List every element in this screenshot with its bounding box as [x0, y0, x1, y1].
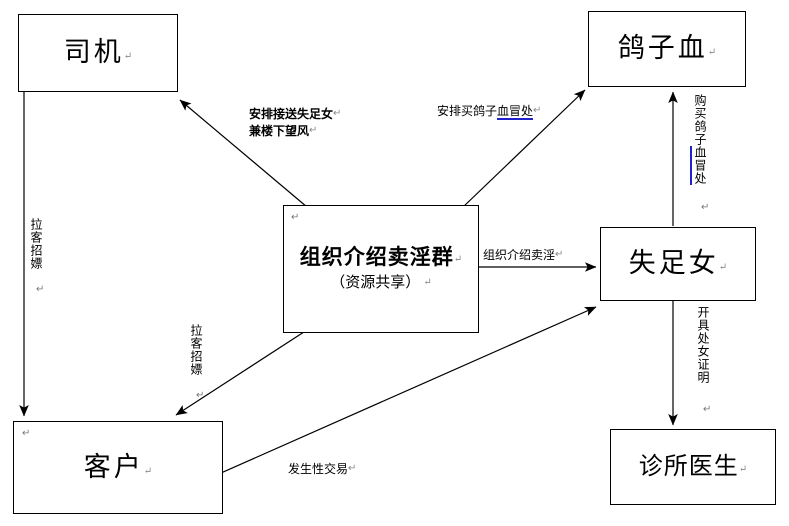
- paragraph-mark-icon: ↵: [718, 262, 728, 274]
- node-woman[interactable]: 失足女↵: [600, 227, 756, 301]
- node-doctor[interactable]: 诊所医生↵: [610, 429, 776, 505]
- paragraph-mark-icon: ↵: [143, 465, 153, 477]
- edge-group-to-customer: [175, 329, 308, 416]
- edge-label-solicit-left: 拉客招嫖: [29, 218, 43, 270]
- edge-label-solicit-mid: 拉客招嫖: [189, 324, 203, 376]
- paragraph-mark-icon: ↵: [309, 125, 318, 137]
- edge-label-arrange-pickup: 安排接送失足女↵ 兼楼下望风↵: [249, 107, 342, 139]
- paragraph-mark-icon: ↵: [333, 108, 342, 119]
- node-blood-label: 鸽子血↵: [617, 33, 717, 65]
- paragraph-mark-icon: ↵: [707, 47, 717, 59]
- paragraph-mark-icon: ↵: [701, 202, 710, 213]
- paragraph-mark-icon: ↵: [348, 463, 357, 474]
- spellcheck-underline: 血冒处: [497, 104, 534, 120]
- paragraph-mark-icon: ↵: [123, 51, 133, 63]
- node-driver-label: 司机↵: [63, 37, 133, 69]
- node-group[interactable]: ↵ 组织介绍卖淫群↵ （资源共享） ↵: [283, 205, 479, 333]
- spellcheck-underline: 血冒处: [690, 146, 707, 185]
- node-customer-label: 客户↵: [83, 451, 153, 483]
- paragraph-mark-icon: ↵: [22, 428, 31, 439]
- node-customer[interactable]: ↵ 客户↵: [13, 421, 223, 514]
- edge-label-organize-intro: 组织介绍卖淫↵: [483, 248, 564, 262]
- node-group-sublabel: （资源共享） ↵: [330, 273, 432, 292]
- node-woman-label: 失足女↵: [628, 248, 728, 280]
- node-driver[interactable]: 司机↵: [18, 14, 178, 92]
- edge-customer-to-woman: [177, 306, 597, 493]
- node-blood[interactable]: 鸽子血↵: [588, 11, 746, 87]
- paragraph-mark-icon: ↵: [555, 249, 564, 260]
- edge-group-to-driver: [179, 99, 308, 208]
- edge-label-arrange-buy-blood: 安排买鸽子血冒处↵: [437, 104, 542, 120]
- paragraph-mark-icon: ↵: [738, 464, 748, 476]
- node-doctor-label: 诊所医生↵: [638, 452, 748, 481]
- edge-label-buy-blood-vertical: 购买鸽子血冒处: [690, 94, 707, 185]
- edge-label-virgin-certificate: 开具处女证明: [696, 306, 710, 384]
- paragraph-mark-icon: ↵: [703, 404, 712, 415]
- paragraph-mark-icon: ↵: [291, 212, 300, 223]
- paragraph-mark-icon: ↵: [420, 277, 432, 289]
- edge-label-sex-transaction: 发生性交易↵: [288, 462, 357, 476]
- paragraph-mark-icon: ↵: [533, 105, 542, 116]
- paragraph-mark-icon: ↵: [196, 390, 205, 401]
- paragraph-mark-icon: ↵: [36, 284, 45, 295]
- paragraph-mark-icon: ↵: [453, 254, 463, 266]
- node-group-label: 组织介绍卖淫群↵: [299, 244, 463, 270]
- edge-group-to-blood: [461, 89, 586, 209]
